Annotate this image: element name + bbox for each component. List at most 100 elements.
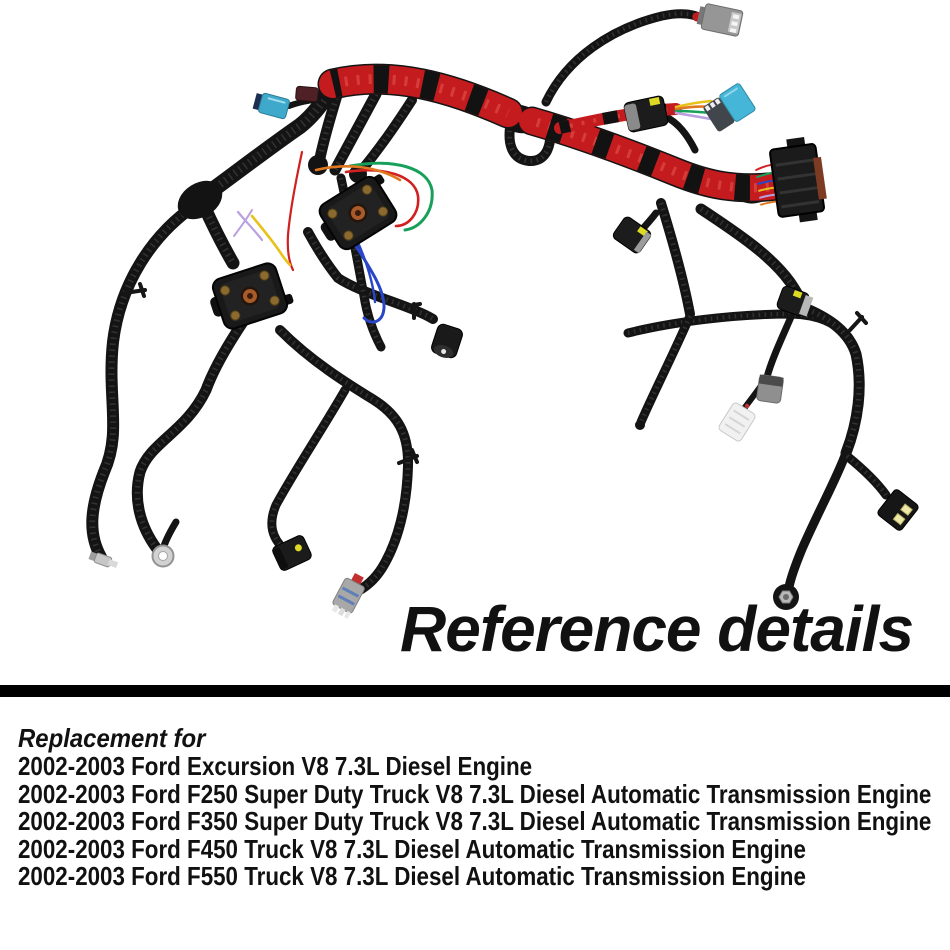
connector-body [332, 577, 365, 614]
red-wire-long [286, 150, 304, 272]
clip [406, 302, 422, 308]
tube-end-cap [635, 420, 645, 430]
pcm-wire [758, 186, 776, 192]
relay-face [220, 270, 280, 322]
lower-center-branch [275, 325, 414, 597]
pin [704, 104, 711, 112]
junction-tube [313, 86, 344, 169]
behind-relay-tube [336, 173, 386, 352]
clip [410, 448, 419, 464]
heater-cable [784, 448, 851, 592]
terminal-prong [107, 559, 119, 568]
blue-connector [703, 83, 756, 132]
junction-tube [329, 88, 382, 176]
stub-arm [636, 311, 695, 427]
connector-stub [660, 112, 699, 154]
fitment-block: Replacement for 2002-2003 Ford Excursion… [18, 724, 950, 891]
fitment-line: 2002-2003 Ford F450 Truck V8 7.3L Diesel… [18, 833, 806, 864]
yellow-clip-connector-se [776, 285, 814, 317]
blue-stripe [341, 586, 360, 598]
top-connector-branch [541, 9, 710, 107]
teal-mini-connector [252, 92, 290, 120]
yellow-wire [674, 99, 713, 109]
connector-cap [758, 374, 784, 387]
trunk-tape-segment [519, 108, 791, 201]
purple-wire [236, 210, 264, 242]
connector-band [798, 295, 814, 317]
fitment-line: 2002-2003 Ford F250 Super Duty Truck V8 … [18, 778, 932, 809]
rib [733, 409, 750, 421]
connector-tip [252, 93, 265, 111]
relay-stud-center [355, 210, 361, 216]
junction-tube [355, 95, 417, 177]
connector-face [271, 546, 289, 571]
clip [123, 288, 147, 295]
yellow-clip-connector-a [623, 95, 669, 133]
pin [729, 27, 737, 34]
relay-bolt [362, 184, 373, 195]
pcm-wire [759, 193, 777, 199]
clip-tab [648, 96, 661, 106]
clip-tab [637, 226, 648, 237]
ring-lug-lead [160, 518, 180, 550]
green-wire [674, 109, 713, 115]
pin [441, 348, 447, 354]
relay-bolt [269, 295, 280, 306]
fitment-line: 2002-2003 Ford F350 Super Duty Truck V8 … [18, 806, 932, 837]
trunk-shadow [517, 106, 793, 203]
relay-bolt [220, 285, 231, 296]
glint [723, 87, 739, 98]
ring-lug-terminal [151, 544, 175, 568]
fitment-heading: Replacement for [18, 723, 206, 753]
pcm-wire [757, 179, 775, 185]
glow-plug-relay-upper [318, 174, 398, 251]
trunk-shadow [317, 63, 524, 129]
relay-bolt [230, 310, 241, 321]
connector-face [433, 344, 454, 358]
relay-feed-tube [197, 199, 240, 270]
pin [900, 503, 913, 516]
connector-body [756, 374, 784, 404]
blue-wire [354, 236, 377, 304]
yellow-wire [250, 214, 292, 267]
connector-body [700, 3, 744, 37]
relay-stud [243, 289, 257, 303]
orange-wire [314, 165, 402, 182]
pin [714, 98, 721, 105]
ring-hole [158, 551, 168, 561]
pcm-wire [756, 171, 774, 178]
gray-top-connector [696, 3, 744, 37]
relay-tab [367, 174, 385, 189]
connector-band [633, 231, 652, 254]
relay-stud [351, 206, 365, 220]
fitment-line: 2002-2003 Ford F550 Truck V8 7.3L Diesel… [18, 861, 806, 892]
relay-bolt [378, 206, 389, 217]
relay-stud-center [247, 293, 253, 299]
red-wire [344, 168, 420, 228]
tape-wrap [736, 176, 776, 204]
gray-sensor-connector [756, 374, 784, 404]
oval-sensor-connector [431, 323, 463, 359]
headline: Reference details [400, 593, 914, 665]
clip-tab [792, 289, 803, 299]
cross-tube [623, 309, 854, 343]
gray-connector-stub [763, 313, 795, 381]
relay-stud-base [348, 203, 368, 223]
pin [337, 607, 346, 617]
crimp [88, 551, 98, 562]
connector-stub [286, 96, 321, 109]
trunk-left-conduit [188, 80, 340, 210]
tape-band [692, 12, 713, 24]
mounting-clips [123, 282, 868, 465]
pcm-connector [755, 137, 827, 223]
connector-body [258, 92, 290, 120]
two-pin-connector [877, 489, 919, 531]
red-taped-trunk [317, 12, 793, 203]
pin [732, 14, 740, 20]
connector-body [623, 95, 669, 133]
connector-body [719, 83, 756, 122]
yellow-clip-connector-b [612, 216, 652, 254]
conduit-tubes [86, 9, 891, 597]
connector-body [612, 216, 652, 254]
maroon-mini-connector [295, 85, 319, 103]
